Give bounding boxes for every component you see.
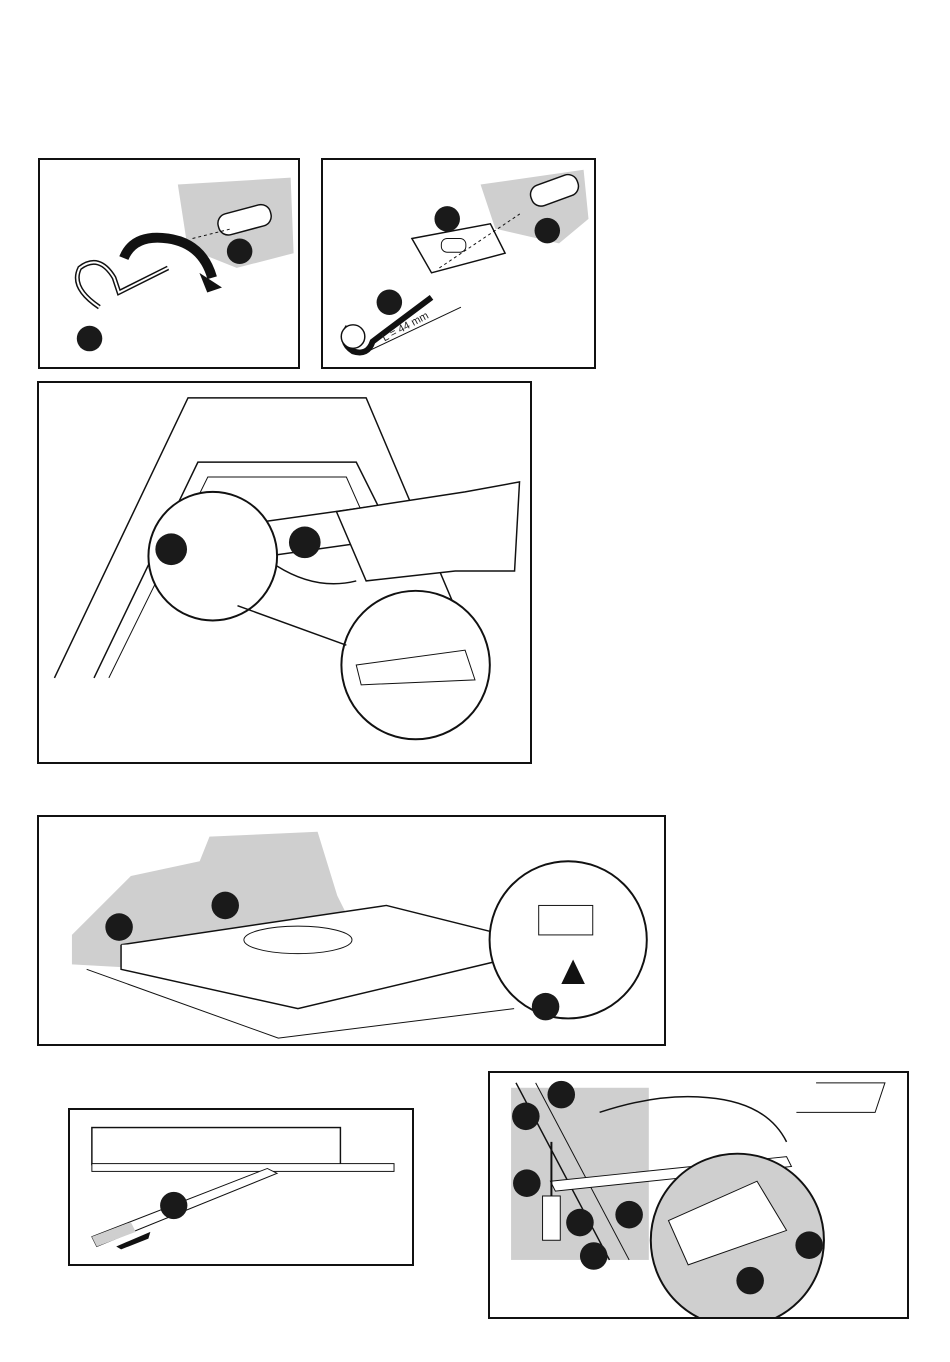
callout-marker — [289, 526, 321, 558]
guide-strip-illustration — [70, 1110, 412, 1264]
callout-marker — [105, 913, 133, 941]
callout-marker — [155, 533, 187, 565]
callout-marker — [77, 326, 103, 352]
cabinet-insert-illustration — [39, 383, 530, 762]
figure-cabinet-insert — [37, 381, 532, 764]
hood-mount-illustration — [39, 817, 664, 1044]
callout-marker — [227, 238, 253, 264]
callout-marker — [211, 892, 239, 920]
callout-marker — [795, 1231, 823, 1259]
callout-marker — [566, 1209, 594, 1237]
figure-screw-adjust — [488, 1071, 909, 1319]
figure-bracket-screw: L = 44 mm — [321, 158, 596, 369]
callout-marker — [736, 1267, 764, 1295]
screw-adjust-illustration — [490, 1073, 907, 1317]
figure-hook-plug — [38, 158, 300, 369]
figure-hood-mount — [37, 815, 666, 1046]
callout-marker — [580, 1242, 608, 1270]
callout-marker — [377, 289, 403, 315]
bracket-screw-illustration: L = 44 mm — [323, 160, 594, 367]
figure-guide-strip — [68, 1108, 414, 1266]
callout-marker — [547, 1081, 575, 1109]
callout-marker — [535, 218, 561, 244]
callout-marker — [513, 1169, 541, 1197]
callout-marker — [160, 1192, 187, 1219]
callout-marker — [615, 1201, 643, 1229]
callout-marker — [434, 206, 460, 232]
callout-marker — [532, 993, 560, 1021]
hook-plug-illustration — [40, 160, 298, 367]
callout-marker — [512, 1103, 540, 1131]
